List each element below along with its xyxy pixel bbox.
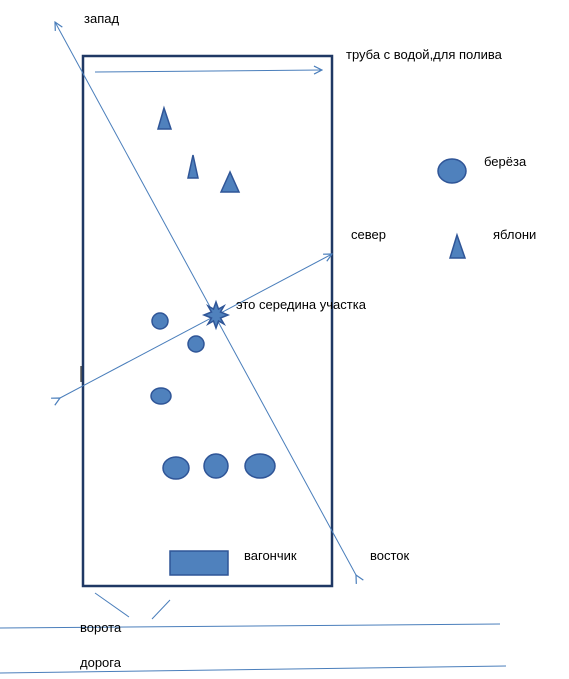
- birch-icon: [203, 453, 229, 479]
- road-line-bottom: [0, 665, 507, 674]
- legend-birch-icon: [437, 158, 467, 184]
- legend-apple-tree-icon: [448, 232, 467, 259]
- plot-center-star-icon: [201, 299, 231, 331]
- gate-right-line: [151, 599, 171, 620]
- trailer-label: вагончик: [244, 548, 297, 563]
- water-pipe-label: труба с водой,для полива: [346, 47, 502, 62]
- birch-icon: [162, 456, 190, 480]
- apple-tree-icon: [187, 154, 199, 179]
- plot-center-label: это середина участка: [236, 297, 366, 312]
- plot-boundary: [81, 54, 334, 588]
- gate-label: ворота: [80, 620, 122, 635]
- east-label: восток: [370, 548, 410, 563]
- apple-tree-icon: [219, 170, 241, 193]
- apple-trees-legend-label: яблони: [493, 227, 537, 242]
- trailer-icon: [169, 550, 229, 576]
- road-label: дорога: [80, 655, 121, 670]
- north-south-axis: [60, 254, 332, 398]
- birch-icon: [244, 453, 276, 479]
- birch-icon: [187, 335, 205, 353]
- road-line-top: [0, 623, 501, 629]
- birch-icon: [151, 312, 169, 330]
- apple-tree-icon: [157, 105, 173, 130]
- gate-left-line: [94, 592, 130, 618]
- water-pipe-arrow: [94, 70, 322, 72]
- north-label: север: [351, 227, 386, 242]
- birch-icon: [150, 387, 172, 405]
- birch-legend-label: берёза: [484, 154, 527, 169]
- west-label: запад: [84, 11, 120, 26]
